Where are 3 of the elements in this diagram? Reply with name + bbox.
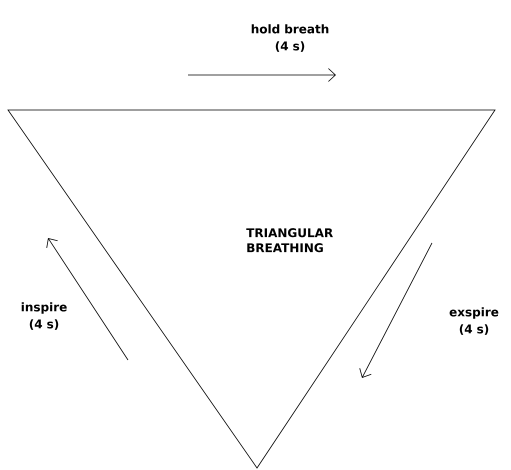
step-label: exspire (4 s) xyxy=(450,307,498,335)
step-label: hold breath (4 s) xyxy=(252,24,328,52)
step-label: inspire (4 s) xyxy=(22,302,67,330)
